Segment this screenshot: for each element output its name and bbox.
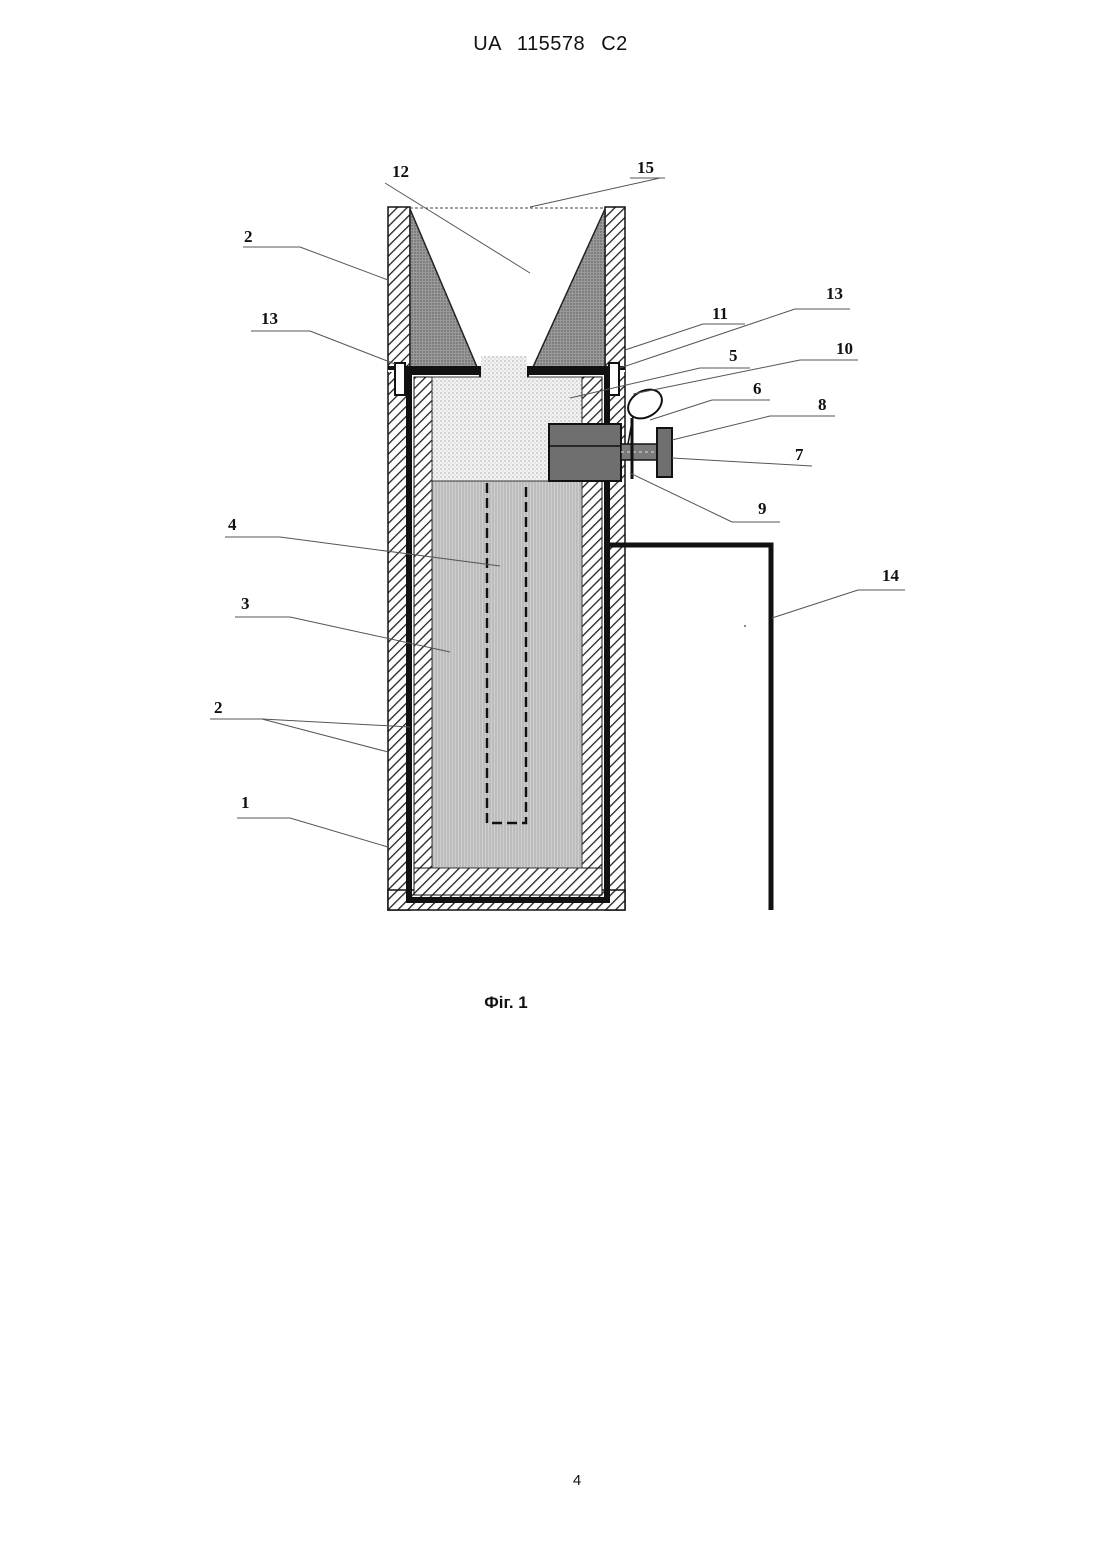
leader-13b bbox=[620, 309, 795, 368]
fastener-right bbox=[609, 363, 619, 395]
leader-2a-b bbox=[300, 247, 388, 280]
leader-6 bbox=[650, 400, 712, 420]
label-13-left: 13 bbox=[261, 309, 278, 328]
label-9: 9 bbox=[758, 499, 767, 518]
fastener-left bbox=[395, 363, 405, 395]
label-7: 7 bbox=[795, 445, 804, 464]
label-10: 10 bbox=[836, 339, 853, 358]
leader-11 bbox=[625, 324, 703, 350]
label-13-right: 13 bbox=[826, 284, 843, 303]
label-6: 6 bbox=[753, 379, 762, 398]
stray-dot bbox=[744, 625, 746, 627]
funnel-left bbox=[410, 209, 477, 367]
leader-10 bbox=[633, 360, 800, 394]
leader-2b-b bbox=[262, 719, 388, 752]
leader-14 bbox=[772, 590, 858, 618]
inner-wall-bottom bbox=[414, 868, 602, 895]
leader-15 bbox=[530, 178, 660, 207]
label-15: 15 bbox=[637, 158, 654, 177]
label-12: 12 bbox=[392, 162, 409, 181]
leader-7 bbox=[672, 458, 812, 466]
upper-opening bbox=[481, 356, 527, 378]
leader-13a-b bbox=[310, 331, 395, 364]
funnel-right bbox=[533, 209, 605, 367]
outlet-pipe bbox=[607, 545, 771, 910]
label-2-top: 2 bbox=[244, 227, 253, 246]
valve-handle bbox=[657, 428, 672, 477]
label-14: 14 bbox=[882, 566, 900, 585]
inner-wall-left bbox=[414, 377, 432, 895]
leader-8 bbox=[672, 416, 770, 440]
valve-body bbox=[549, 424, 621, 481]
label-5: 5 bbox=[729, 346, 738, 365]
label-8: 8 bbox=[818, 395, 827, 414]
leader-1-b bbox=[290, 818, 388, 847]
figure-caption: Фіг. 1 bbox=[0, 993, 1012, 1013]
label-1: 1 bbox=[241, 793, 250, 812]
valve-ring bbox=[623, 384, 667, 425]
page-number: 4 bbox=[0, 1472, 1101, 1489]
label-4: 4 bbox=[228, 515, 237, 534]
leader-9 bbox=[630, 473, 732, 522]
label-2-bottom: 2 bbox=[214, 698, 223, 717]
label-11: 11 bbox=[712, 304, 728, 323]
label-3: 3 bbox=[241, 594, 250, 613]
lower-chamber bbox=[432, 481, 582, 868]
